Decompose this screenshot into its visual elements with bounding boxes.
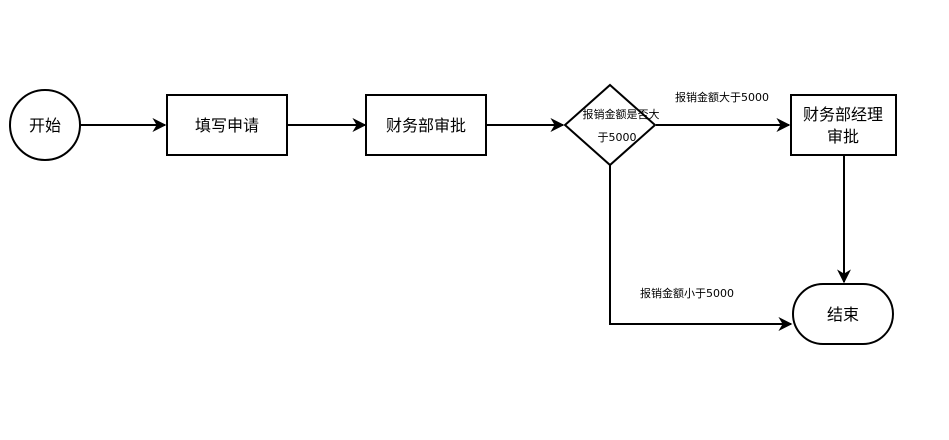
finance-approval-label: 财务部审批 xyxy=(386,116,466,135)
fill-application-node[interactable]: 填写申请 xyxy=(166,94,288,156)
end-node[interactable]: 结束 xyxy=(792,283,894,345)
start-node[interactable]: 开始 xyxy=(9,89,81,161)
finance-approval-box xyxy=(365,94,487,156)
fill-application-label: 填写申请 xyxy=(195,116,259,135)
manager-approval-label-line1: 财务部经理 xyxy=(803,105,883,124)
decision-label-line1: 报销金额是否大 xyxy=(583,107,660,121)
start-label: 开始 xyxy=(29,116,61,135)
fill-application-box xyxy=(166,94,288,156)
edge-label-greater: 报销金额大于5000 xyxy=(675,90,769,104)
end-terminator xyxy=(792,283,894,345)
decision-node[interactable]: 报销金额是否大 于5000 xyxy=(563,83,660,167)
manager-approval-label-line2: 审批 xyxy=(827,127,859,146)
finance-approval-node[interactable]: 财务部审批 xyxy=(365,94,487,156)
start-circle xyxy=(9,89,81,161)
decision-label-line2: 于5000 xyxy=(598,131,637,144)
edge-decision-to-end xyxy=(609,165,793,331)
manager-approval-box xyxy=(790,94,897,156)
manager-approval-node[interactable]: 财务部经理 审批 xyxy=(790,94,897,156)
decision-diamond xyxy=(563,83,657,167)
end-label: 结束 xyxy=(827,305,859,324)
edge-label-less: 报销金额小于5000 xyxy=(640,286,734,300)
